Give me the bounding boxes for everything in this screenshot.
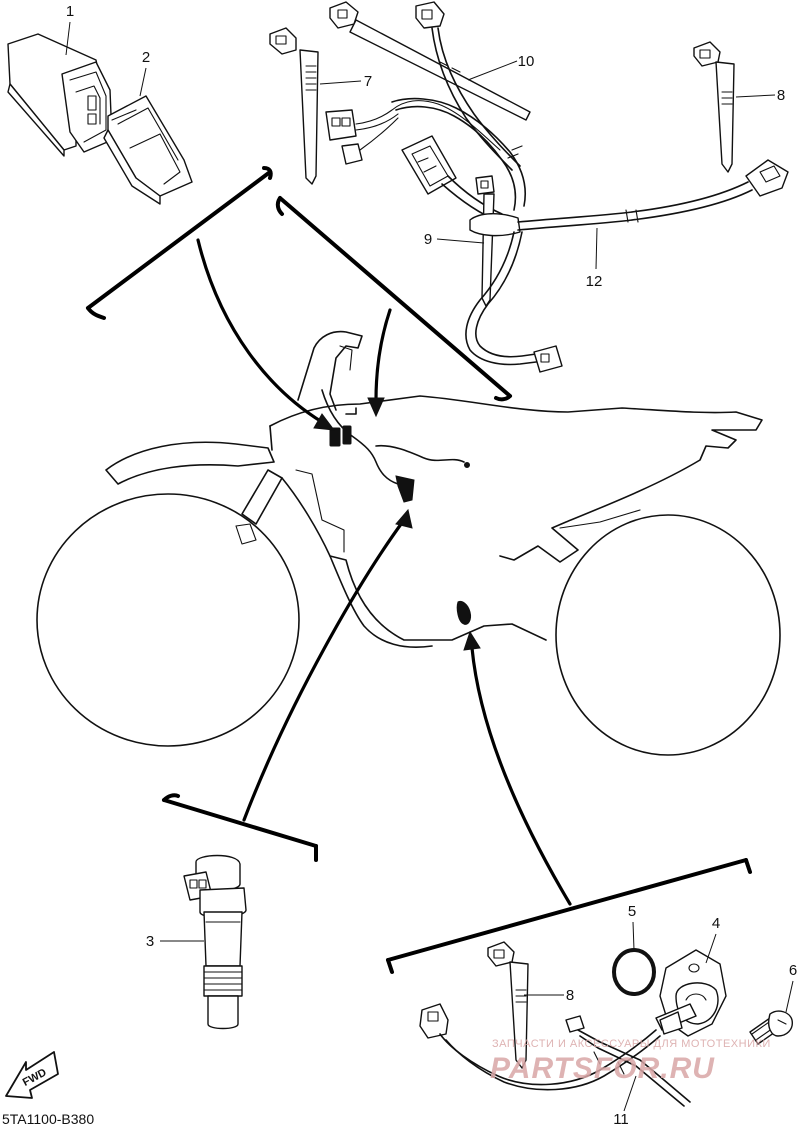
callout-leader-4 <box>705 933 717 964</box>
handlebar-mount <box>297 330 363 411</box>
cdi-unit <box>7 33 113 157</box>
rectifier-regulator <box>103 95 193 205</box>
callout-number-4: 4 <box>712 915 720 932</box>
callout-leader-12 <box>595 227 598 270</box>
callout-number-5: 5 <box>628 903 636 920</box>
callout-number-1: 1 <box>66 3 74 20</box>
pickup-coil <box>655 949 727 1037</box>
front-fork <box>241 469 283 525</box>
callout-number-10: 10 <box>518 53 535 70</box>
callout-leader-6 <box>785 980 794 1013</box>
callout-number-7: 7 <box>364 73 372 90</box>
callout-leader-1 <box>65 21 71 56</box>
cdi-on-bike <box>329 427 341 447</box>
watermark-tagline: ЗАПЧАСТИ И АКСЕССУАРЫ ДЛЯ МОТОТЕХНИКИ <box>492 1038 771 1050</box>
watermark-brand: PARTSFOR.RU <box>490 1052 715 1085</box>
cable-tie-7 <box>269 27 319 185</box>
ignition-coil <box>183 854 247 1030</box>
pickup-on-bike <box>456 601 471 625</box>
callout-number-8: 8 <box>566 987 574 1004</box>
watermark: ЗАПЧАСТИ И АКСЕССУАРЫ ДЛЯ МОТОТЕХНИКИ PA… <box>490 1038 771 1085</box>
callout-number-3: 3 <box>146 933 154 950</box>
callout-leader-7 <box>319 80 362 85</box>
tank-frame <box>269 395 763 563</box>
callout-number-6: 6 <box>789 962 797 979</box>
coil-on-bike <box>395 475 415 503</box>
callout-leader-11 <box>623 1075 637 1112</box>
fwd-arrow-icon: FWD <box>5 1051 59 1099</box>
callout-leader-10 <box>467 60 518 81</box>
cable-tie-10 <box>329 1 531 121</box>
bolt <box>749 1010 793 1045</box>
diagram-code: 5TA1100-B380 <box>2 1111 94 1127</box>
callout-number-12: 12 <box>586 273 603 290</box>
callout-leader-8 <box>735 94 776 98</box>
cable-tie-8-top <box>693 41 735 173</box>
callout-leader-2 <box>139 67 147 97</box>
frame-downtube <box>281 477 547 641</box>
callout-number-11: 11 <box>613 1111 629 1128</box>
callout-leader-9 <box>436 238 485 244</box>
front-wheel <box>36 493 300 747</box>
wire-harness <box>325 1 789 373</box>
callout-leader-5 <box>632 921 635 951</box>
cable-tie-8-bottom <box>487 941 529 1069</box>
callout-number-8: 8 <box>777 87 785 104</box>
callout-number-2: 2 <box>142 49 150 66</box>
front-fender <box>105 441 275 485</box>
o-ring <box>612 948 656 996</box>
rear-wheel <box>555 514 781 756</box>
callout-number-9: 9 <box>424 231 432 248</box>
bike-wiring <box>321 389 471 625</box>
lead-wire <box>419 1003 691 1107</box>
motorcycle-outline <box>36 330 781 756</box>
pointer-brackets <box>86 166 752 974</box>
